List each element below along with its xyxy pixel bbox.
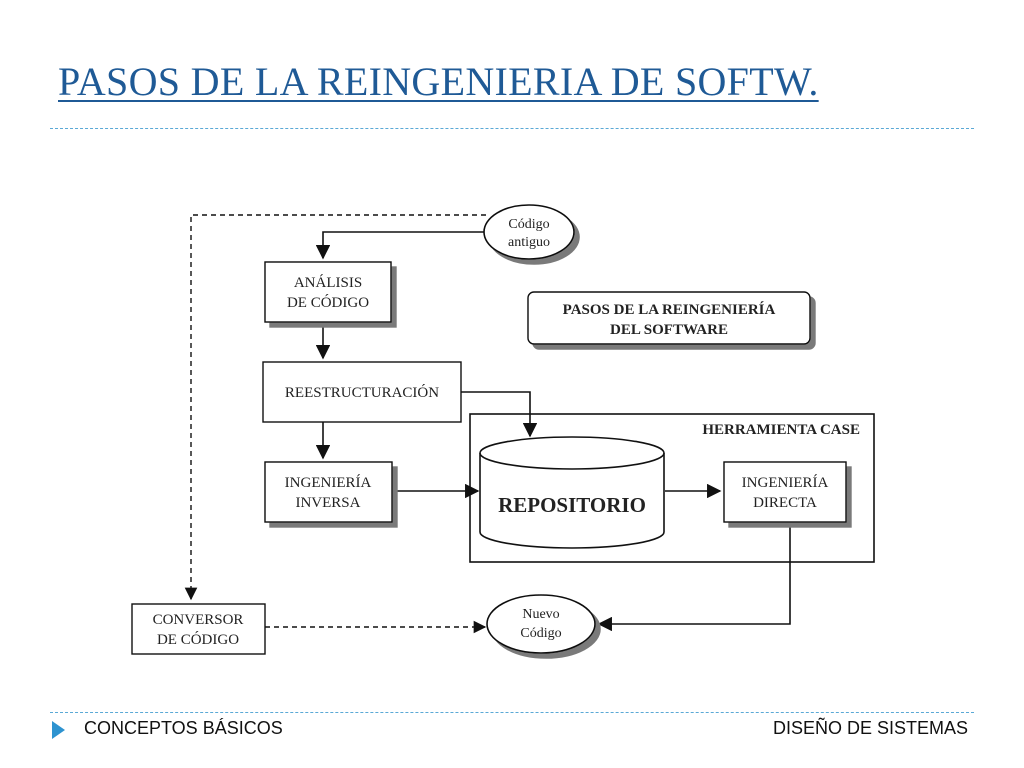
connector-directa-to-nuevo-codigo [597,522,791,632]
ingenieria-directa-line2: DIRECTA [753,495,817,511]
conversor-line1: CONVERSOR [153,612,244,628]
codigo-antiguo-node: Código antiguo [483,204,575,260]
nuevo-codigo-node: Nuevo Código [486,594,596,654]
slide-title: PASOS DE LA REINGENIERIA DE SOFTW. [58,59,819,104]
reestructuracion-label: REESTRUCTURACIÓN [285,384,439,401]
pasos-label-node: PASOS DE LA REINGENIERÍA DEL SOFTWARE [527,291,811,345]
title-divider [50,128,974,129]
pasos-label-line2: DEL SOFTWARE [610,322,728,338]
footer-right-text: DISEÑO DE SISTEMAS [772,718,968,738]
footer-left-text: CONCEPTOS BÁSICOS [84,718,283,738]
analisis-node: ANÁLISIS DE CÓDIGO [264,261,392,323]
ingenieria-inversa-line2: INVERSA [295,495,360,511]
connector-reestructuracion-to-repositorio [461,391,538,438]
conversor-node: CONVERSOR DE CÓDIGO [131,603,266,655]
ingenieria-directa-node: INGENIERÍA DIRECTA [723,461,847,523]
reestructuracion-node: REESTRUCTURACIÓN [262,361,462,423]
bullet-arrow-icon [52,721,65,739]
ingenieria-directa-line1: INGENIERÍA [742,474,829,491]
codigo-antiguo-line2: antiguo [508,235,550,250]
nuevo-codigo-line1: Nuevo [522,607,559,622]
analisis-line2: DE CÓDIGO [287,294,369,311]
ingenieria-inversa-node: INGENIERÍA INVERSA [264,461,393,523]
codigo-antiguo-line1: Código [508,217,549,232]
nuevo-codigo-line2: Código [520,626,561,641]
pasos-label-line1: PASOS DE LA REINGENIERÍA [563,301,776,318]
connector-to-analisis [315,231,486,260]
repositorio-label: REPOSITORIO [498,493,646,517]
herramienta-case-label: HERRAMIENTA CASE [702,422,860,438]
herramienta-case-frame [469,413,875,563]
footer-divider [50,712,974,713]
dashed-connector-to-conversor [184,214,486,601]
analisis-line1: ANÁLISIS [294,274,362,291]
conversor-line2: DE CÓDIGO [157,631,239,648]
ingenieria-inversa-line1: INGENIERÍA [285,474,372,491]
repositorio-node: REPOSITORIO [479,436,665,549]
